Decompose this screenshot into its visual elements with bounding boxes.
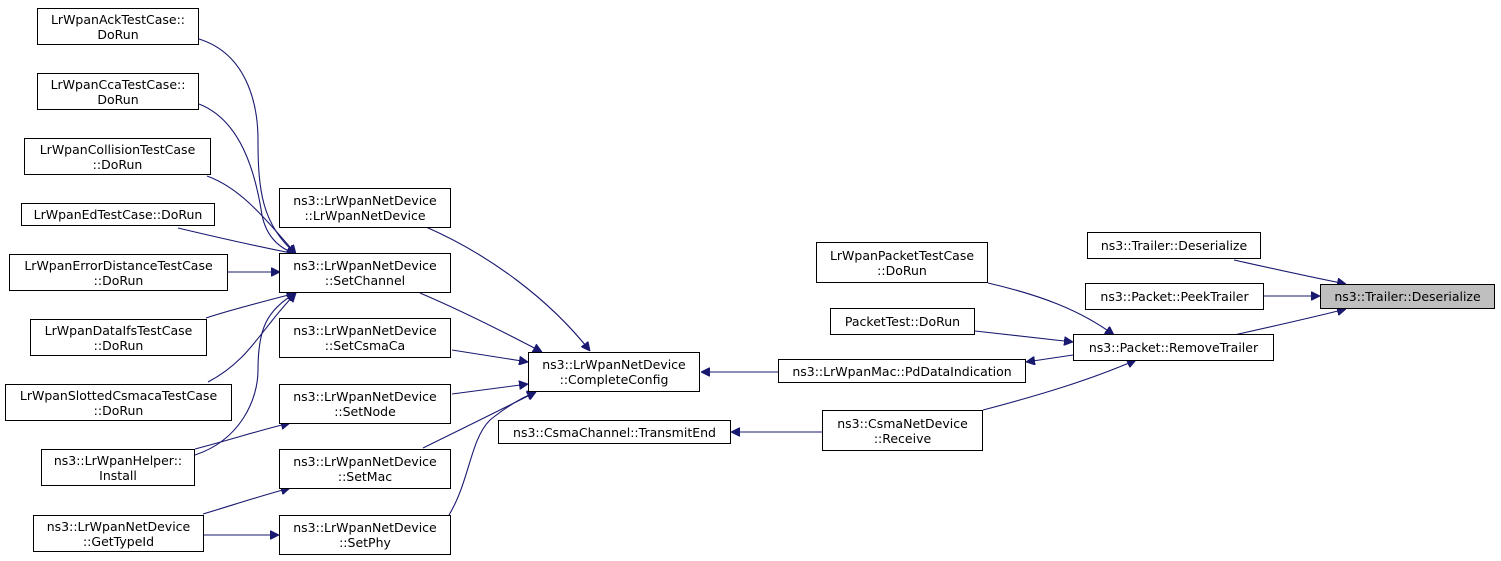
node-ed[interactable]: LrWpanEdTestCase::DoRun — [21, 203, 215, 226]
node-ctor[interactable]: ns3::LrWpanNetDevice ::LrWpanNetDevice — [279, 188, 451, 228]
edge-setchannel-to-completeconfig — [419, 292, 542, 353]
node-packettestcase-line-1: LrWpanPacketTestCase — [829, 247, 975, 263]
node-ack-line-1: LrWpanAckTestCase:: — [50, 11, 186, 27]
node-ctor-line-1: ns3::LrWpanNetDevice — [293, 193, 437, 208]
node-slotted[interactable]: LrWpanSlottedCsmacaTestCase ::DoRun — [5, 384, 232, 421]
node-slotted-line-2: ::DoRun — [93, 402, 144, 418]
node-ack-line-2: DoRun — [97, 26, 139, 42]
node-dataifs-line-1: LrWpanDataIfsTestCase — [44, 322, 193, 338]
node-pddata[interactable]: ns3::LrWpanMac::PdDataIndication — [778, 359, 1026, 383]
node-collision-line-1: LrWpanCollisionTestCase — [39, 141, 196, 157]
node-trailerdeser-line-1: ns3::Trailer::Deserialize — [1100, 238, 1248, 253]
node-setnode-line-2: ::SetNode — [334, 404, 396, 419]
node-typeid-line-1: ns3::LrWpanNetDevice — [46, 518, 191, 534]
node-completeconfig[interactable]: ns3::LrWpanNetDevice ::CompleteConfig — [528, 352, 700, 392]
node-pddata-line-1: ns3::LrWpanMac::PdDataIndication — [792, 363, 1012, 379]
edge-trailerdeser-to-focus — [1233, 259, 1346, 284]
edge-helper-to-setchannel — [194, 293, 296, 456]
edge-removetrailer-to-pddata — [1026, 354, 1074, 362]
node-helper[interactable]: ns3::LrWpanHelper:: Install — [41, 449, 195, 486]
node-typeid[interactable]: ns3::LrWpanNetDevice ::GetTypeId — [33, 515, 204, 552]
node-errdist[interactable]: LrWpanErrorDistanceTestCase ::DoRun — [9, 254, 228, 291]
edge-removetrailer-to-focus — [1233, 309, 1346, 336]
node-typeid-line-2: ::GetTypeId — [82, 533, 155, 549]
node-setmac[interactable]: ns3::LrWpanNetDevice ::SetMac — [279, 449, 451, 489]
node-ed-line-1: LrWpanEdTestCase::DoRun — [33, 207, 203, 222]
node-completeconfig-line-1: ns3::LrWpanNetDevice — [542, 357, 686, 372]
node-completeconfig-line-2: ::CompleteConfig — [559, 372, 669, 387]
edge-packettest-to-removetrailer — [974, 330, 1073, 342]
node-setmac-line-2: ::SetMac — [337, 469, 393, 484]
node-packettest-line-1: PacketTest::DoRun — [844, 314, 961, 329]
edge-csmarecv-to-removetrailer — [982, 360, 1136, 411]
node-packettestcase[interactable]: LrWpanPacketTestCase ::DoRun — [816, 242, 988, 283]
node-slotted-line-1: LrWpanSlottedCsmacaTestCase — [19, 387, 218, 403]
node-trailerdeser[interactable]: ns3::Trailer::Deserialize — [1087, 232, 1261, 259]
node-errdist-line-1: LrWpanErrorDistanceTestCase — [24, 257, 213, 273]
node-cca[interactable]: LrWpanCcaTestCase:: DoRun — [37, 73, 199, 110]
node-ctor-line-2: ::LrWpanNetDevice — [304, 208, 426, 223]
node-dataifs-line-2: ::DoRun — [93, 337, 144, 353]
edge-slotted-to-setchannel — [207, 293, 296, 383]
edge-setmac-to-completeconfig — [422, 391, 536, 449]
node-packettestcase-line-2: ::DoRun — [877, 262, 927, 278]
node-collision-line-2: ::DoRun — [92, 156, 143, 172]
node-transmitend-line-1: ns3::CsmaChannel::TransmitEnd — [513, 424, 716, 440]
edge-typeid-to-setmac — [202, 488, 290, 515]
node-focus-line-1: ns3::Trailer::Deserialize — [1334, 289, 1481, 304]
node-setphy[interactable]: ns3::LrWpanNetDevice ::SetPhy — [279, 515, 451, 555]
node-packettest[interactable]: PacketTest::DoRun — [830, 308, 975, 335]
edge-ack-to-setchannel — [198, 38, 296, 254]
node-setcsmaca[interactable]: ns3::LrWpanNetDevice ::SetCsmaCa — [279, 318, 451, 358]
node-ack[interactable]: LrWpanAckTestCase:: DoRun — [37, 8, 199, 45]
node-setphy-line-1: ns3::LrWpanNetDevice — [293, 520, 437, 535]
node-setcsmaca-line-2: ::SetCsmaCa — [324, 338, 406, 353]
node-removetrailer[interactable]: ns3::Packet::RemoveTrailer — [1073, 334, 1274, 361]
node-setnode-line-1: ns3::LrWpanNetDevice — [293, 389, 437, 404]
edge-setnode-to-completeconfig — [451, 384, 528, 395]
node-cca-line-1: LrWpanCcaTestCase:: — [50, 76, 186, 92]
node-setchannel-line-1: ns3::LrWpanNetDevice — [293, 258, 437, 273]
edge-setcsmaca-to-completeconfig — [451, 349, 528, 362]
edge-dataifs-to-setchannel — [205, 293, 296, 319]
node-helper-line-2: Install — [99, 467, 137, 483]
edge-ed-to-setchannel — [177, 227, 296, 254]
edge-setphy-to-completeconfig — [448, 392, 536, 516]
node-peektrailer[interactable]: ns3::Packet::PeekTrailer — [1085, 283, 1264, 310]
node-csmarecv[interactable]: ns3::CsmaNetDevice ::Receive — [822, 410, 983, 451]
node-setcsmaca-line-1: ns3::LrWpanNetDevice — [293, 323, 437, 338]
node-setchannel-line-2: ::SetChannel — [324, 273, 406, 288]
node-helper-line-1: ns3::LrWpanHelper:: — [53, 452, 183, 468]
node-removetrailer-line-1: ns3::Packet::RemoveTrailer — [1088, 340, 1259, 355]
node-csmarecv-line-2: ::Receive — [873, 430, 932, 446]
node-csmarecv-line-1: ns3::CsmaNetDevice — [837, 415, 968, 431]
node-setnode[interactable]: ns3::LrWpanNetDevice ::SetNode — [279, 384, 451, 424]
node-focus-trailer-deserialize: ns3::Trailer::Deserialize — [1320, 284, 1495, 309]
edge-collision-to-setchannel — [206, 175, 296, 254]
node-collision[interactable]: LrWpanCollisionTestCase ::DoRun — [24, 138, 211, 175]
edge-ctor-to-completeconfig — [425, 226, 590, 351]
edge-helper-to-setnode — [194, 423, 290, 450]
edge-packettestcase-to-removetrailer — [987, 282, 1114, 335]
node-setchannel[interactable]: ns3::LrWpanNetDevice ::SetChannel — [279, 253, 451, 293]
node-cca-line-2: DoRun — [97, 91, 139, 107]
node-errdist-line-2: ::DoRun — [93, 272, 144, 288]
edge-cca-to-setchannel — [198, 103, 296, 254]
node-transmitend[interactable]: ns3::CsmaChannel::TransmitEnd — [498, 420, 731, 444]
node-peektrailer-line-1: ns3::Packet::PeekTrailer — [1100, 289, 1249, 304]
node-setmac-line-1: ns3::LrWpanNetDevice — [293, 454, 437, 469]
node-dataifs[interactable]: LrWpanDataIfsTestCase ::DoRun — [30, 319, 207, 356]
node-setphy-line-2: ::SetPhy — [339, 535, 391, 550]
